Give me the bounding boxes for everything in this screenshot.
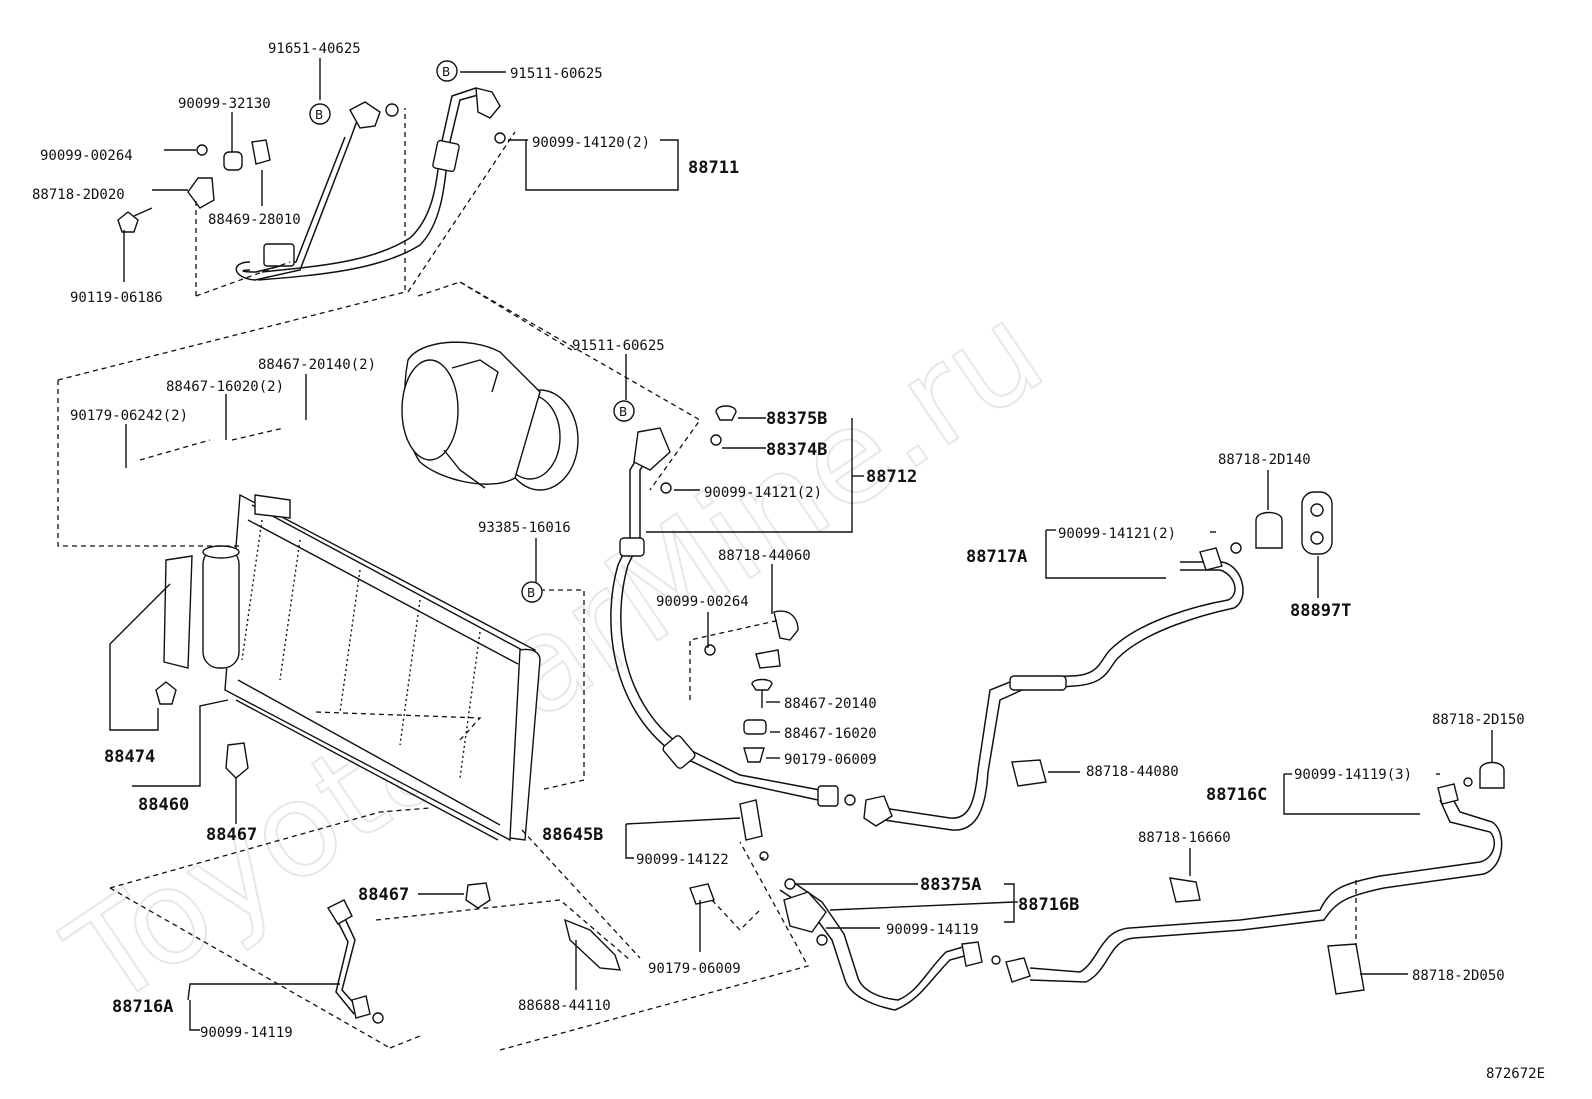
label-90119-06186: 90119-06186 — [70, 290, 163, 306]
label-90099-32130: 90099-32130 — [178, 96, 271, 112]
label-88467-a: 88467 — [206, 825, 257, 845]
label-88717A: 88717A — [966, 547, 1027, 567]
label-90179-06009-a: 90179-06009 — [784, 752, 877, 768]
svg-text:B: B — [315, 108, 323, 122]
svg-text:B: B — [442, 65, 450, 79]
svg-text:B: B — [527, 586, 535, 600]
label-88469-28010: 88469-28010 — [208, 212, 301, 228]
label-88467-20140: 88467-20140 — [784, 696, 877, 712]
label-91651-40625: 91651-40625 — [268, 41, 361, 57]
label-88375B: 88375B — [766, 409, 827, 429]
label-90099-14121-2-a: 90099-14121(2) — [704, 485, 822, 501]
label-90099-14119-b: 90099-14119 — [200, 1025, 293, 1041]
label-91511-60625-mid: 91511-60625 — [572, 338, 665, 354]
label-91511-60625-top: 91511-60625 — [510, 66, 603, 82]
part-labels: 91651-40625 90099-32130 90099-00264 8871… — [32, 41, 1545, 1082]
label-88467-16020: 88467-16020 — [784, 726, 877, 742]
label-90099-14119-3: 90099-14119(3) — [1294, 767, 1412, 783]
label-88467-16020-2: 88467-16020(2) — [166, 379, 284, 395]
circle-b-top: B — [436, 60, 458, 82]
label-90099-14120: 90099-14120(2) — [532, 135, 650, 151]
label-88467-b: 88467 — [358, 885, 409, 905]
label-88716A: 88716A — [112, 997, 173, 1017]
label-90099-00264-b: 90099-00264 — [656, 594, 749, 610]
label-90099-14119-a: 90099-14119 — [886, 922, 979, 938]
discharge-hose-88712 — [610, 405, 856, 807]
label-88711: 88711 — [688, 158, 739, 178]
condenser — [155, 493, 541, 909]
label-90099-00264: 90099-00264 — [40, 148, 133, 164]
liquid-pipe-88717A — [863, 491, 1333, 831]
label-88716B: 88716B — [1018, 895, 1079, 915]
label-88897T: 88897T — [1290, 601, 1351, 621]
label-90099-14121-2-b: 90099-14121(2) — [1058, 526, 1176, 542]
circle-b-markers: B B B B — [309, 60, 635, 603]
label-90179-06242-2: 90179-06242(2) — [70, 408, 188, 424]
dashed-guides — [57, 108, 1357, 1051]
label-88718-2D150: 88718-2D150 — [1432, 712, 1525, 728]
label-88718-16660: 88718-16660 — [1138, 830, 1231, 846]
label-88688-44110: 88688-44110 — [518, 998, 611, 1014]
label-93385-16016: 93385-16016 — [478, 520, 571, 536]
label-88718-2D020: 88718-2D020 — [32, 187, 125, 203]
label-88474: 88474 — [104, 747, 155, 767]
pipe-88716A — [326, 899, 622, 1024]
leader-lines — [109, 58, 1493, 1031]
pipes-88716B-88716C — [689, 761, 1505, 1011]
middle-clamp-area — [704, 610, 799, 763]
label-88718-44080: 88718-44080 — [1086, 764, 1179, 780]
label-88718-2D050: 88718-2D050 — [1412, 968, 1505, 984]
label-88375A: 88375A — [920, 875, 981, 895]
circle-b-left: B — [309, 103, 331, 125]
compressor — [401, 341, 579, 491]
figure-code: 872672E — [1486, 1066, 1545, 1082]
label-88718-2D140: 88718-2D140 — [1218, 452, 1311, 468]
suction-hose-group — [117, 87, 506, 281]
label-88467-20140-2: 88467-20140(2) — [258, 357, 376, 373]
label-90099-14122: 90099-14122 — [636, 852, 729, 868]
circle-b-condenser: B — [521, 581, 543, 603]
label-88716C: 88716C — [1206, 785, 1267, 805]
label-88645B: 88645B — [542, 825, 603, 845]
svg-text:B: B — [619, 405, 627, 419]
label-88718-44060: 88718-44060 — [718, 548, 811, 564]
circle-b-compressor: B — [613, 400, 635, 422]
label-90179-06009-b: 90179-06009 — [648, 961, 741, 977]
label-88460: 88460 — [138, 795, 189, 815]
label-88374B: 88374B — [766, 440, 827, 460]
label-88712: 88712 — [866, 467, 917, 487]
